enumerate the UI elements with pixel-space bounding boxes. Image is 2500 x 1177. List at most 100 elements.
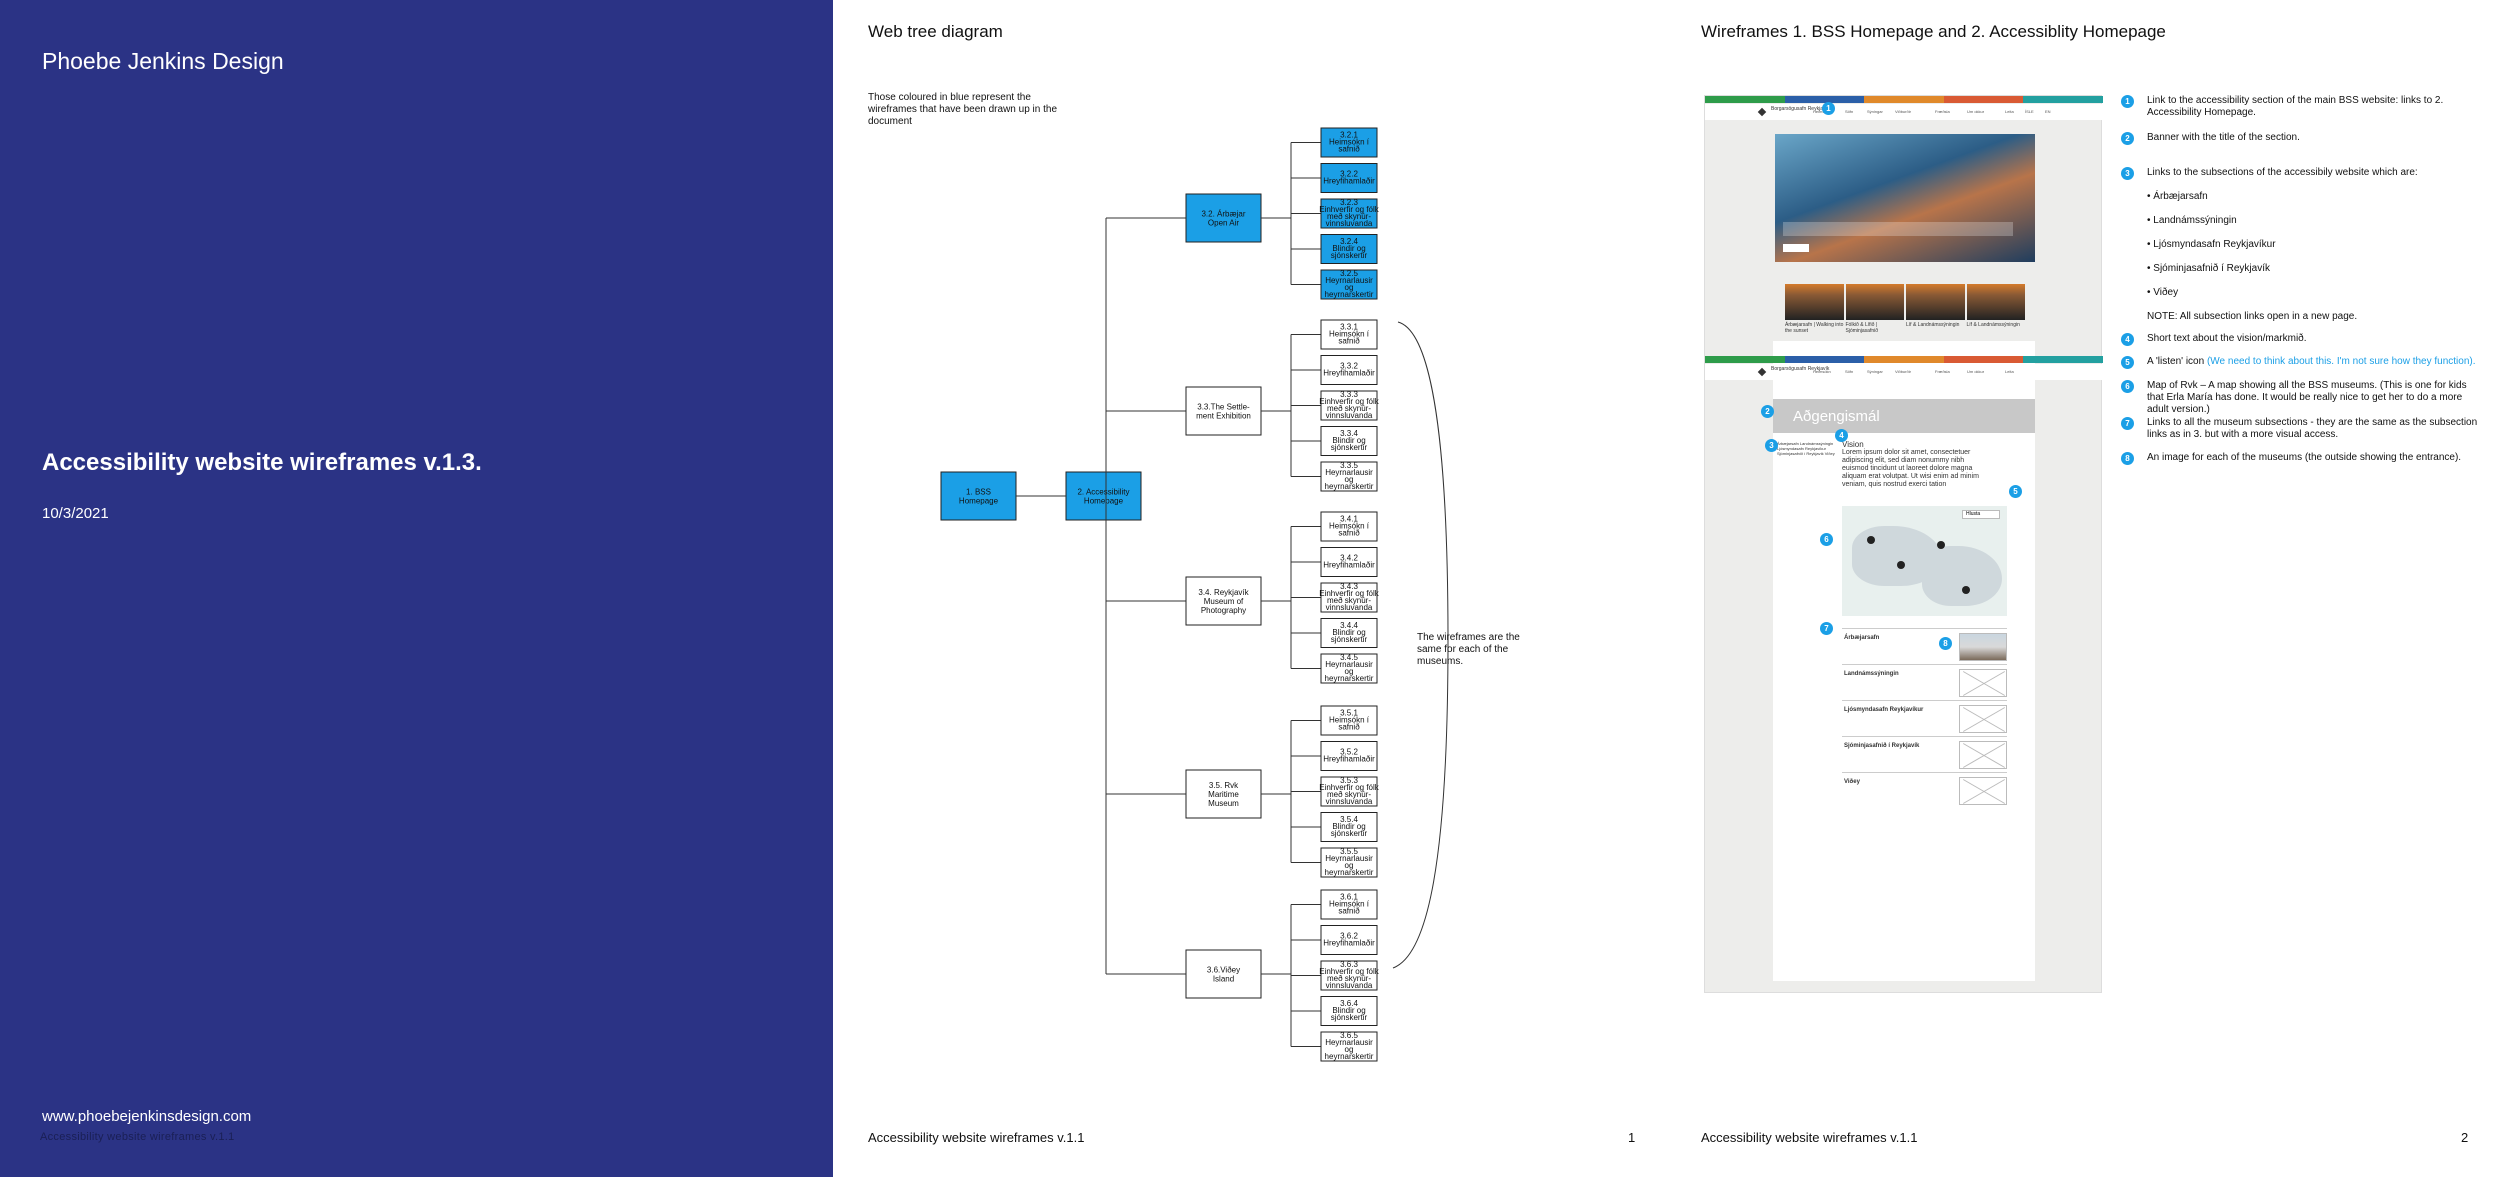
museum-tile[interactable]: [1906, 284, 1965, 320]
nav-item[interactable]: ÍSLE: [2025, 109, 2034, 114]
map-pin-icon[interactable]: [1937, 541, 1945, 549]
museum-link-label: Viðey: [1844, 779, 1860, 785]
bullet-item: • Landnámssýningin: [2147, 215, 2237, 226]
studio-name: Phoebe Jenkins Design: [42, 48, 284, 74]
tree-node-subsection-label: vinnsluvanda: [1326, 219, 1373, 228]
nav-item[interactable]: Um okkur: [1967, 369, 1985, 374]
nav-item[interactable]: Fræðsla: [1935, 109, 1950, 114]
tree-node-subsection-label: Blindir og: [1332, 822, 1365, 831]
page2-number: 2: [2461, 1130, 2469, 1145]
hero-image: [1775, 134, 2035, 262]
tree-node-subsection-label: 3.4.2: [1340, 554, 1358, 563]
tree-node-subsection-label: safnið: [1338, 337, 1360, 346]
nav-item[interactable]: EN: [2045, 109, 2051, 114]
museum-map[interactable]: Hlusta: [1842, 506, 2007, 616]
museum-tile[interactable]: [1845, 284, 1904, 320]
tree-node-subsection-label: 3.2.1: [1340, 131, 1358, 140]
hero-button[interactable]: [1783, 244, 1809, 252]
tree-node-subsection-label: 3.6.2: [1340, 932, 1358, 941]
accessibility-nav-bar: Borgarsögusafn Reykjavík Heimsókn Söfn S…: [1705, 364, 2103, 380]
bullet-item: • Ljósmyndasafn Reykjavíkur: [2147, 239, 2276, 250]
vision-body: Lorem ipsum dolor sit amet, consectetuer…: [1842, 449, 1979, 488]
document-date: 10/3/2021: [42, 505, 109, 522]
map-pin-icon[interactable]: [1897, 561, 1905, 569]
tree-node-subsection-label: 3.2.4: [1340, 237, 1358, 246]
banner-title: Aðgengismál: [1793, 408, 1880, 425]
nav-item[interactable]: Söfn: [1845, 109, 1854, 114]
tree-node-subsection-label: heyrnarskertir: [1325, 290, 1374, 299]
tree-node-subsection-label: 3.4.3: [1340, 582, 1358, 591]
museum-tile[interactable]: [1785, 284, 1844, 320]
page2-heading: Wireframes 1. BSS Homepage and 2. Access…: [1701, 22, 2166, 41]
tree-node-subsection-label: Heyrnarlausir: [1325, 660, 1373, 669]
tree-node-subsection-box: [1320, 618, 1378, 648]
section-banner: Aðgengismál: [1773, 399, 2035, 433]
tree-node-subsection-label: Heimsókn í: [1329, 522, 1370, 531]
tree-node-subsection-label: Einhverfir og fólk: [1319, 205, 1380, 214]
tree-node-subsection-label: 3.5.2: [1340, 748, 1358, 757]
map-pin-icon[interactable]: [1867, 536, 1875, 544]
tree-node-subsection-box: [1320, 889, 1378, 920]
museum-link-label: Árbæjarsafn: [1844, 635, 1880, 641]
marker-1: 1: [1822, 102, 1835, 115]
nav-item[interactable]: Viðburðir: [1895, 369, 1911, 374]
nav-item[interactable]: Leita: [2005, 369, 2014, 374]
marker-3: 3: [1765, 439, 1778, 452]
tree-node-subsection-label: vinnsluvanda: [1326, 981, 1373, 990]
nav-item[interactable]: Söfn: [1845, 369, 1854, 374]
note-number: 5: [2121, 356, 2134, 369]
museum-link-row[interactable]: Sjóminjasafnið í Reykjavík: [1842, 736, 2007, 770]
tree-node-museum-label: ment Exhibition: [1196, 411, 1251, 420]
hero-caption: [1783, 222, 2013, 236]
subsection-links[interactable]: Árbæjarsafn Landnámssýningin Ljósmyndasa…: [1777, 441, 1835, 456]
tree-node-subsection-box: [1320, 355, 1378, 385]
note-number: 7: [2121, 417, 2134, 430]
museum-link-row[interactable]: Árbæjarsafn: [1842, 628, 2007, 662]
tree-node-subsection-label: Heimsókn í: [1329, 716, 1370, 725]
studio-url[interactable]: www.phoebejenkinsdesign.com: [42, 1108, 252, 1125]
nav-item[interactable]: Fræðsla: [1935, 369, 1950, 374]
tree-node-museum-label: Open Air: [1208, 218, 1239, 227]
tree-node-subsection-label: heyrnarskertir: [1325, 868, 1374, 877]
tree-node-subsection-box: [1320, 996, 1378, 1026]
tile-label: Árbæjarsafn | Walking into the sunset: [1785, 322, 1844, 334]
nav-item[interactable]: Sýningar: [1867, 109, 1883, 114]
tree-node-subsection-label: 3.3.3: [1340, 390, 1358, 399]
marker-7: 7: [1820, 622, 1833, 635]
note-number: 6: [2121, 380, 2134, 393]
tree-node-subsection-label: safnið: [1338, 529, 1360, 538]
tree-node-subsection-label: og: [1345, 667, 1354, 676]
tree-node-subsection-label: með skynúr-: [1327, 404, 1371, 413]
tree-node-subsection-box: [1320, 269, 1378, 300]
nav-item[interactable]: Leita: [2005, 109, 2014, 114]
nav-item[interactable]: Viðburðir: [1895, 109, 1911, 114]
note-number: 2: [2121, 132, 2134, 145]
nav-item[interactable]: Sýningar: [1867, 369, 1883, 374]
museum-link-row[interactable]: Viðey: [1842, 772, 2007, 806]
listen-button[interactable]: Hlusta: [1962, 510, 2000, 519]
accessibility-page: [1773, 341, 2035, 981]
color-strip-top: [1705, 96, 2103, 103]
museum-photo: [1959, 633, 2007, 661]
tree-node-subsection-label: með skynúr-: [1327, 790, 1371, 799]
nav-item[interactable]: Heimsókn: [1813, 369, 1831, 374]
museum-link-row[interactable]: Ljósmyndasafn Reykjavíkur: [1842, 700, 2007, 734]
nav-item[interactable]: Um okkur: [1967, 109, 1985, 114]
museum-tile[interactable]: [1966, 284, 2025, 320]
note-number: 4: [2121, 333, 2134, 346]
nav-item[interactable]: Heimsókn: [1813, 109, 1831, 114]
tree-node-subsection-label: 3.2.2: [1340, 170, 1358, 179]
tree-node-museum-label: Photography: [1201, 606, 1246, 615]
museum-link-row[interactable]: Landnámssýningin: [1842, 664, 2007, 698]
tree-node-subsection-label: og: [1345, 283, 1354, 292]
note-text: Short text about the vision/markmið.: [2147, 333, 2307, 344]
cover-footer-ghost: Accessibility website wireframes v.1.1: [40, 1131, 235, 1143]
map-pin-icon[interactable]: [1962, 586, 1970, 594]
